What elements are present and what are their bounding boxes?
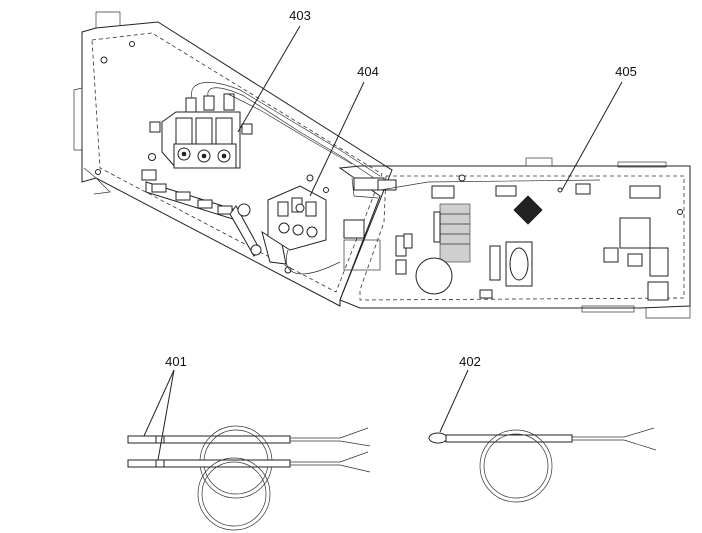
callout-403: 403 bbox=[289, 8, 311, 23]
pcb-housing bbox=[338, 157, 691, 319]
callout-405: 405 bbox=[615, 64, 637, 79]
sensor-402 bbox=[428, 427, 657, 503]
callout-404: 404 bbox=[357, 64, 379, 79]
leader-lines bbox=[143, 25, 623, 461]
callout-401: 401 bbox=[165, 354, 187, 369]
wire-clamp bbox=[229, 203, 287, 265]
pcb-components bbox=[343, 177, 669, 301]
terminal-block-404 bbox=[267, 185, 341, 275]
callout-402: 402 bbox=[459, 354, 481, 369]
terminal-block-403 bbox=[149, 82, 381, 183]
terminal-row bbox=[141, 169, 237, 221]
sensor-401-lower bbox=[127, 451, 371, 531]
